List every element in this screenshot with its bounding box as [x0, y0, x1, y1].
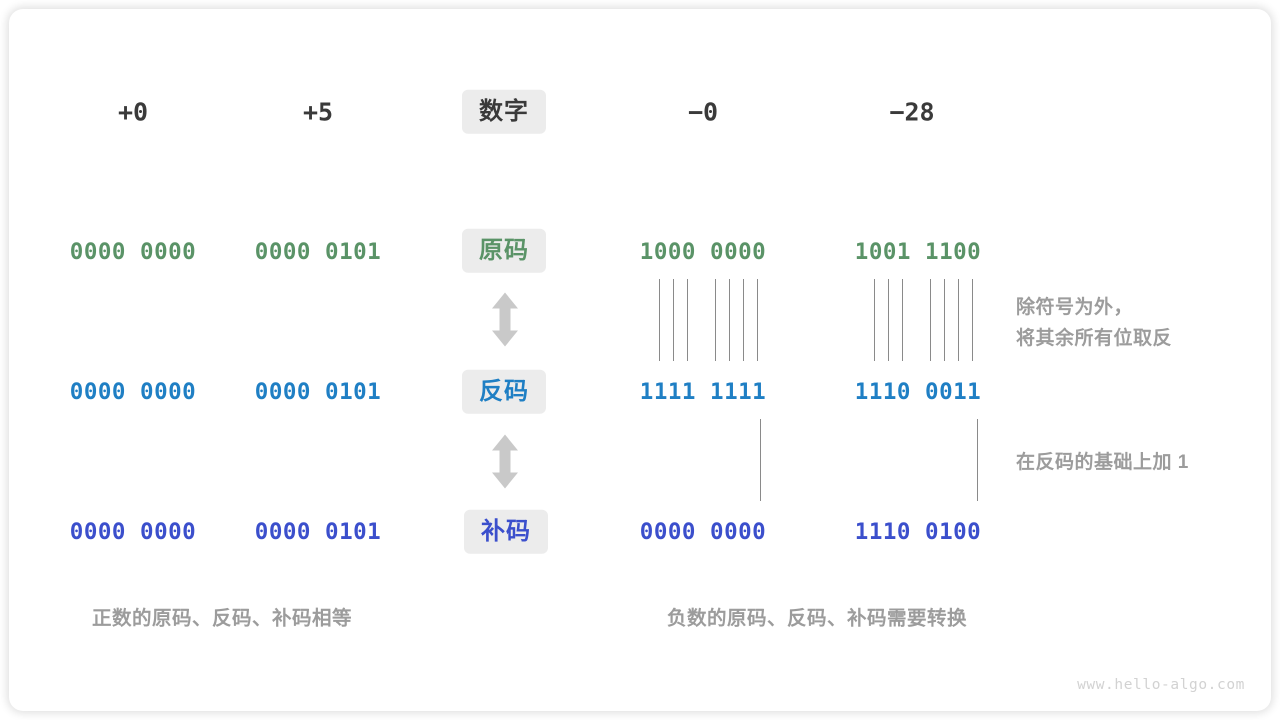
row-label-true-form: 原码: [462, 228, 546, 274]
diagram-card: +0 +5 数字 −0 −28 0000 0000 0000 0101 原码 1…: [9, 9, 1271, 711]
ones-complement-minus-28: 1110 0011: [854, 379, 982, 405]
invert-tick-neg-zero-bit7: [743, 279, 744, 361]
true-form-plus-zero: 0000 0000: [69, 239, 197, 265]
site-watermark: www.hello-algo.com: [1077, 677, 1245, 693]
caption-negative-numbers: 负数的原码、反码、补码需要转换: [666, 607, 968, 630]
invert-tick-neg28-bit4: [902, 279, 903, 361]
row-label-twos-complement: 补码: [464, 509, 548, 555]
invert-tick-neg28-bit3: [888, 279, 889, 361]
invert-tick-neg-zero-bit5: [715, 279, 716, 361]
true-form-minus-zero: 1000 0000: [639, 239, 767, 265]
header-value-plus-five: +5: [302, 97, 334, 127]
twos-complement-minus-28: 1110 0100: [854, 519, 982, 545]
invert-tick-neg28-bit8: [972, 279, 973, 361]
invert-tick-neg-zero-bit8: [757, 279, 758, 361]
twos-complement-plus-zero: 0000 0000: [69, 519, 197, 545]
equivalence-arrow-true-to-ones: [490, 292, 520, 353]
caption-positive-numbers: 正数的原码、反码、补码相等: [91, 607, 353, 630]
invert-tick-neg28-bit6: [944, 279, 945, 361]
equivalence-arrow-ones-to-twos: [490, 434, 520, 495]
plus-one-tick-neg-zero: [760, 419, 761, 501]
ones-complement-plus-five: 0000 0101: [254, 379, 382, 405]
header-value-minus-28: −28: [889, 97, 935, 127]
invert-tick-neg-zero-bit3: [673, 279, 674, 361]
note-add-one: 在反码的基础上加 1: [1016, 452, 1189, 473]
true-form-minus-28: 1001 1100: [854, 239, 982, 265]
invert-tick-neg28-bit5: [930, 279, 931, 361]
true-form-plus-five: 0000 0101: [254, 239, 382, 265]
twos-complement-plus-five: 0000 0101: [254, 519, 382, 545]
header-value-plus-zero: +0: [117, 97, 149, 127]
twos-complement-minus-zero: 0000 0000: [639, 519, 767, 545]
invert-tick-neg-zero-bit2: [659, 279, 660, 361]
row-label-number: 数字: [462, 89, 546, 135]
ones-complement-minus-zero: 1111 1111: [639, 379, 767, 405]
header-value-minus-zero: −0: [687, 97, 719, 127]
ones-complement-plus-zero: 0000 0000: [69, 379, 197, 405]
invert-tick-neg28-bit2: [874, 279, 875, 361]
note-invert-bits: 除符号为外， 将其余所有位取反: [1016, 297, 1173, 349]
invert-tick-neg-zero-bit4: [687, 279, 688, 361]
plus-one-tick-neg28: [977, 419, 978, 501]
invert-tick-neg-zero-bit6: [729, 279, 730, 361]
row-label-ones-complement: 反码: [462, 369, 546, 415]
invert-tick-neg28-bit7: [958, 279, 959, 361]
